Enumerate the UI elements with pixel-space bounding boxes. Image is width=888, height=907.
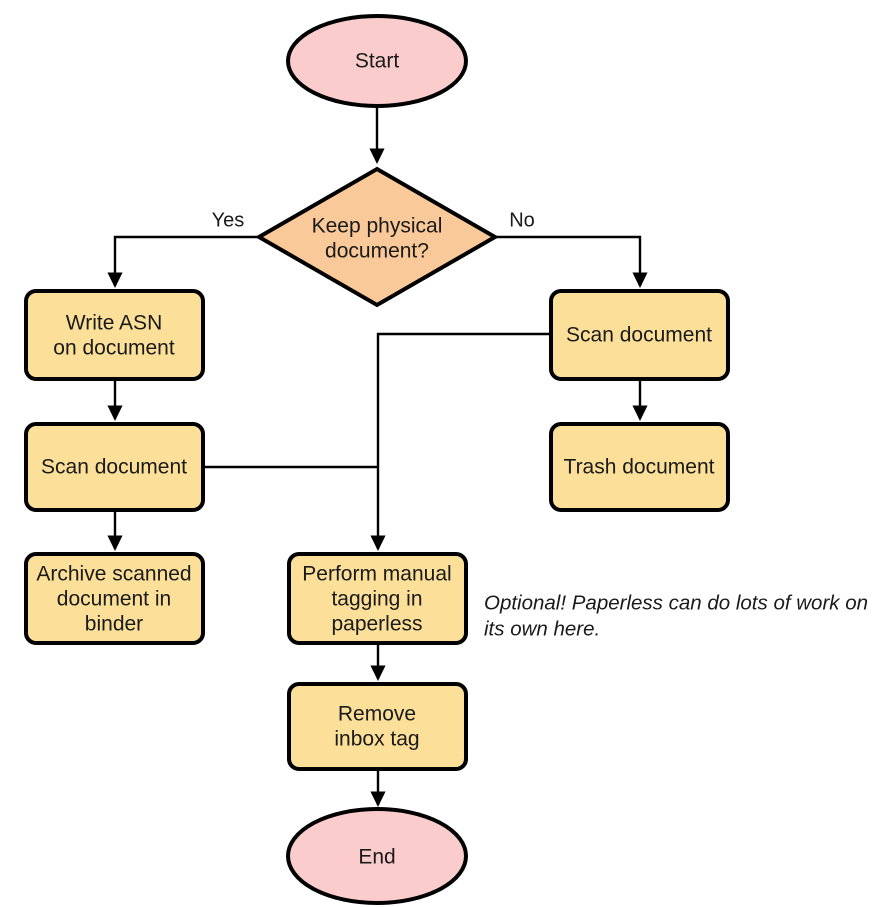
edge-scan-right-to-tagging [370, 332, 551, 551]
node-label-end: End [358, 846, 395, 869]
process-box[interactable] [287, 552, 468, 645]
edge-label-yes: Yes [212, 209, 245, 231]
node-label-trash: Trash document [564, 456, 715, 479]
node-label-scan-right: Scan document [566, 324, 712, 347]
node-label-archive-line3: binder [85, 613, 143, 636]
node-label-write-asn-line1: Write ASN [66, 312, 162, 335]
node-label-tagging-line2: tagging in [331, 588, 422, 611]
edge-layer: Yes No [107, 106, 648, 807]
node-label-remove-inbox-line1: Remove [338, 703, 416, 726]
annotation-layer: Optional! Paperless can do lots of work … [484, 591, 868, 640]
edge-decision-yes: Yes [107, 209, 259, 288]
node-label-keep-physical-line1: Keep physical [312, 215, 443, 238]
optional-note-line2: its own here. [484, 617, 600, 640]
edge-decision-no: No [495, 209, 648, 288]
process-box[interactable] [24, 552, 205, 645]
process-box[interactable] [549, 289, 730, 381]
node-label-tagging-line3: paperless [331, 613, 422, 636]
node-label-tagging-line1: Perform manual [302, 563, 451, 586]
node-label-archive-line2: document in [57, 588, 171, 611]
node-label-scan-left: Scan document [41, 456, 187, 479]
node-write-asn[interactable]: Write ASN on document [24, 289, 205, 381]
node-keep-physical-document[interactable]: Keep physical document? [254, 166, 500, 308]
node-label-archive-line1: Archive scanned [36, 563, 191, 586]
node-label-start: Start [355, 50, 400, 73]
process-box[interactable] [24, 289, 205, 381]
connector-line [107, 235, 259, 288]
node-scan-document-left[interactable]: Scan document [24, 422, 205, 512]
node-remove-inbox-tag[interactable]: Remove inbox tag [287, 682, 468, 771]
node-label-keep-physical-line2: document? [325, 240, 429, 263]
node-trash-document[interactable]: Trash document [549, 422, 730, 512]
node-manual-tagging[interactable]: Perform manual tagging in paperless [287, 552, 468, 645]
node-end[interactable]: End [286, 807, 468, 905]
process-box[interactable] [287, 682, 468, 771]
node-scan-document-right[interactable]: Scan document [549, 289, 730, 381]
edge-label-no: No [509, 209, 535, 231]
node-layer: Start Keep physical document? Write ASN … [24, 14, 730, 905]
connector-line [370, 332, 551, 551]
process-box[interactable] [24, 422, 205, 512]
decision-diamond[interactable] [254, 166, 500, 308]
process-box[interactable] [549, 422, 730, 512]
optional-note-line1: Optional! Paperless can do lots of work … [484, 591, 868, 614]
end-ellipse[interactable] [286, 807, 468, 905]
connector-line [495, 235, 648, 288]
node-start[interactable]: Start [286, 14, 468, 108]
node-archive-binder[interactable]: Archive scanned document in binder [24, 552, 205, 645]
node-label-write-asn-line2: on document [53, 337, 175, 360]
start-ellipse[interactable] [286, 14, 468, 108]
node-label-remove-inbox-line2: inbox tag [334, 728, 419, 751]
